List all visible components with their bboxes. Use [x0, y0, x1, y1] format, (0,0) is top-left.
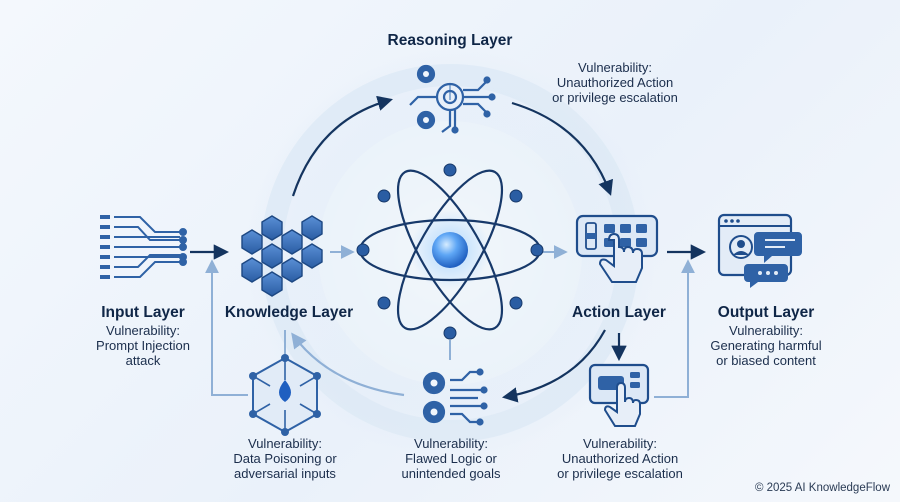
- vulnerability-heading: Vulnerability:: [729, 323, 803, 338]
- output-layer-title: Output Layer: [717, 304, 815, 321]
- flow-arrows: [190, 244, 707, 362]
- vulnerability-line: Flawed Logic or: [405, 451, 497, 466]
- reasoning-bottom-vulnerability: Vulnerability: Flawed Logic or unintende…: [401, 436, 500, 481]
- light-flow-arrows: [205, 85, 695, 398]
- gear-circuit-icon-bottom: [422, 368, 488, 426]
- data-stream-icon: [100, 215, 187, 279]
- vulnerability-line: Generating harmful: [710, 338, 822, 353]
- action-layer-title: Action Layer: [572, 304, 666, 321]
- vulnerability-heading: Vulnerability:: [583, 436, 657, 451]
- action-bottom-vulnerability: Vulnerability: Unauthorized Action or pr…: [557, 436, 683, 481]
- vulnerability-heading: Vulnerability:: [578, 60, 652, 75]
- vulnerability-line: Prompt Injection: [96, 338, 190, 353]
- reasoning-layer-title: Reasoning Layer: [387, 32, 513, 49]
- vulnerability-line: attack: [125, 353, 161, 368]
- vulnerability-line: Data Poisoning or: [233, 451, 337, 466]
- vulnerability-line: or privilege escalation: [552, 90, 678, 105]
- input-layer-title: Input Layer: [101, 304, 185, 321]
- gear-circuit-icon: [409, 64, 496, 134]
- vulnerability-heading: Vulnerability:: [106, 323, 180, 338]
- poisoned-network-icon: [249, 354, 321, 436]
- vulnerability-line: unintended goals: [401, 466, 501, 481]
- touch-panel-icon: [588, 363, 650, 427]
- cube-network-icon: [241, 215, 323, 297]
- output-layer-vulnerability: Vulnerability: Generating harmful or bia…: [710, 323, 821, 368]
- copyright-text: © 2025 AI KnowledgeFlow: [754, 482, 890, 494]
- vulnerability-line: or biased content: [716, 353, 816, 368]
- knowledge-layer-title: Knowledge Layer: [224, 304, 354, 321]
- input-layer-vulnerability: Vulnerability: Prompt Injection attack: [96, 323, 190, 368]
- atom-icon: [356, 163, 544, 340]
- knowledge-bottom-vulnerability: Vulnerability: Data Poisoning or adversa…: [233, 436, 336, 481]
- reasoning-top-vulnerability: Vulnerability: Unauthorized Action or pr…: [552, 60, 678, 105]
- chat-screen-icon: [717, 213, 802, 288]
- vulnerability-heading: Vulnerability:: [248, 436, 322, 451]
- vulnerability-line: adversarial inputs: [234, 466, 336, 481]
- vulnerability-heading: Vulnerability:: [414, 436, 488, 451]
- vulnerability-line: Unauthorized Action: [556, 75, 674, 90]
- cycle-arrows: [291, 95, 613, 403]
- knowledge-feedback-arrow: [291, 332, 405, 397]
- control-panel-hand-icon: [575, 214, 659, 283]
- vulnerability-line: Unauthorized Action: [561, 451, 679, 466]
- vulnerability-line: or privilege escalation: [557, 466, 683, 481]
